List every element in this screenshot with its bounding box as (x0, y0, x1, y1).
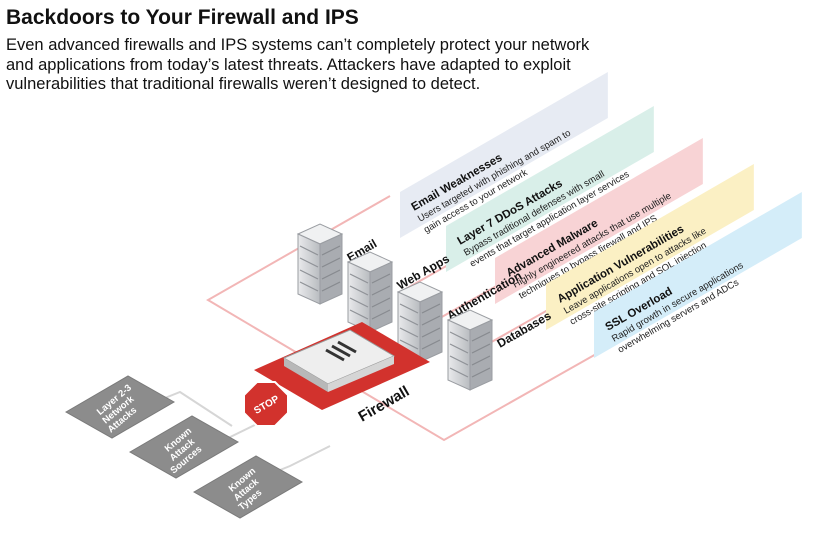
intro-line: and applications from today’s latest thr… (6, 55, 571, 74)
firewall-appliance: Firewall (254, 322, 430, 425)
firewall-logo-icon (325, 340, 357, 362)
server-label: Databases (495, 308, 554, 350)
threat-band-bg (594, 192, 802, 358)
firewall-front (284, 358, 328, 392)
page-title: Backdoors to Your Firewall and IPS (6, 6, 359, 29)
server-databases: Databases (446, 308, 554, 391)
threat-band-bg (495, 138, 703, 304)
intro-line: Even advanced firewalls and IPS systems … (6, 36, 590, 54)
stop-sign-icon: STOP (243, 381, 289, 427)
server-label: Authentication (445, 268, 525, 322)
attack-boxes: Layer 2-3NetworkAttacksKnownAttackSource… (64, 375, 304, 519)
threat-band-bg (400, 72, 608, 238)
firewall-side (328, 356, 394, 392)
threat-band-bg (446, 106, 654, 272)
intro-line: vulnerabilities that traditional firewal… (6, 75, 481, 93)
threat-band-bg (546, 164, 754, 330)
intro-paragraph: Even advanced firewalls and IPS systems … (6, 36, 646, 95)
